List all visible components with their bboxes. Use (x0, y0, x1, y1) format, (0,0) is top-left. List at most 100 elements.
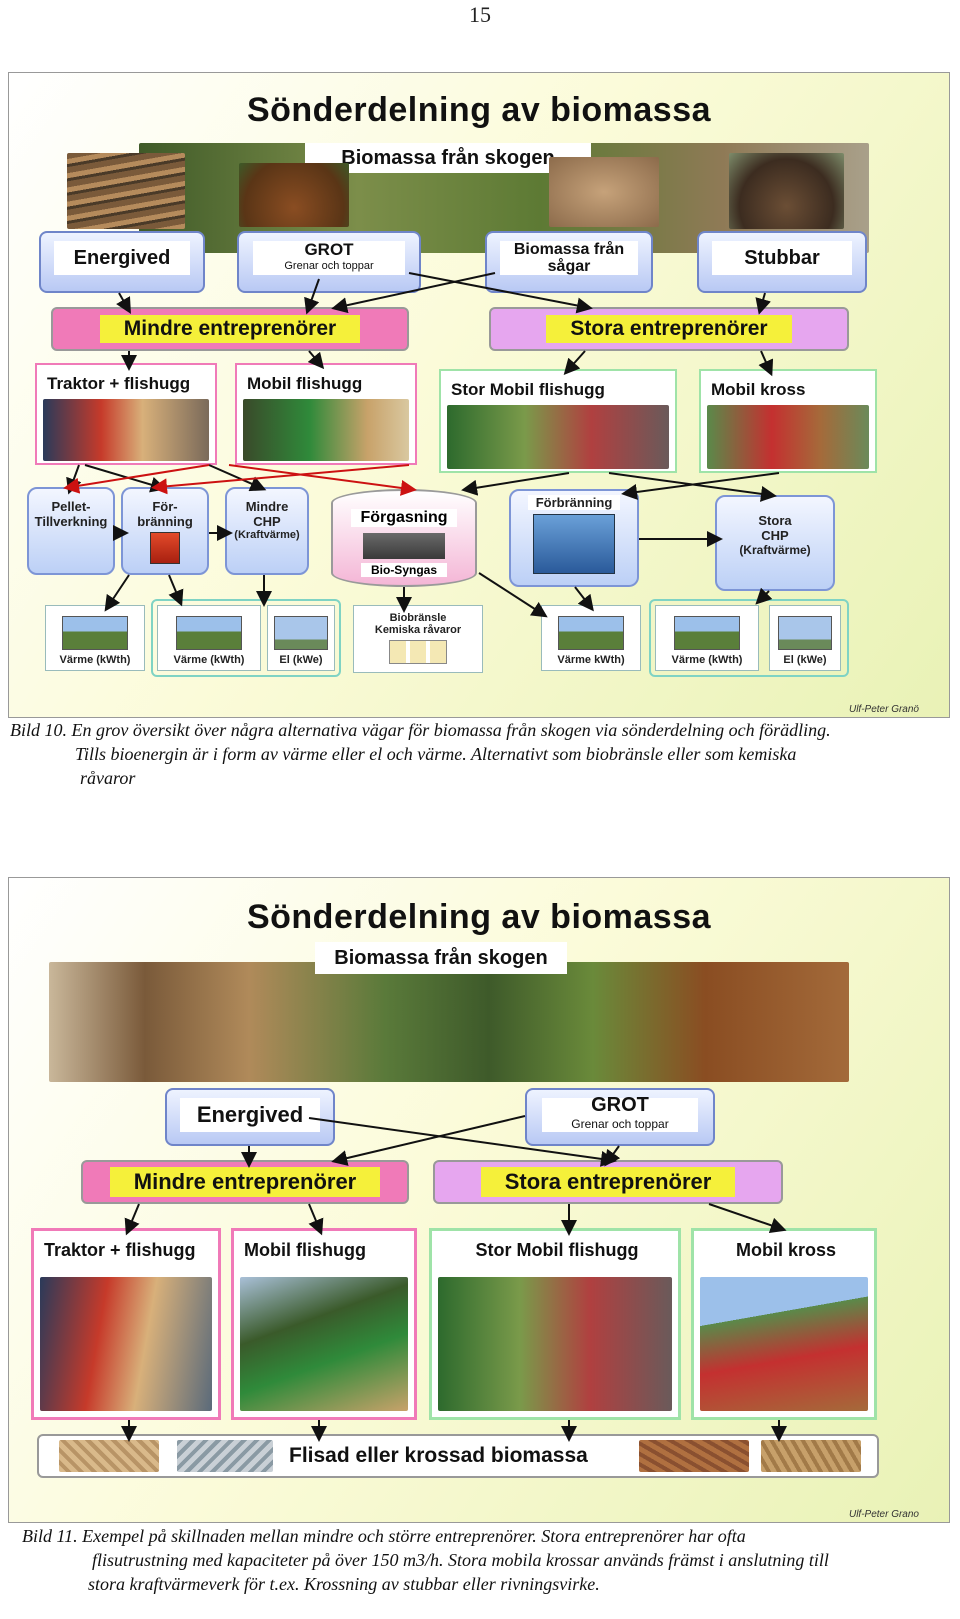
mobil-kross-photo (707, 405, 869, 469)
small-entrepreneurs-label: Mindre entreprenörer (99, 315, 361, 343)
figure-2-credit: Ulf-Peter Grano (848, 1509, 919, 1520)
figure-1-subtitle: Biomassa från skogen (305, 143, 591, 173)
fig2-mobil-flishugg-photo (240, 1277, 408, 1411)
conv-stora-chp: Stora CHP (Kraftvärme) (715, 495, 835, 591)
fig2-source-grot-sub: Grenar och toppar (571, 1117, 669, 1131)
conv-mindre-chp-line1: Mindre (245, 499, 289, 514)
fig2-stor-mobil-photo (438, 1277, 672, 1411)
power-line-icon (778, 616, 832, 650)
conv-mindre-chp: Mindre CHP (Kraftvärme) (225, 487, 309, 575)
output-varme-2: Värme (kWth) (157, 605, 261, 671)
output-group-large-chp (649, 599, 849, 677)
figure-1-caption: Bild 10. En grov översikt över några alt… (10, 718, 955, 790)
output-varme-3-label: Värme kWth) (557, 654, 625, 666)
furnace-icon (533, 514, 615, 574)
fig2-source-energived-label: Energived (196, 1102, 304, 1127)
page-number: 15 (469, 2, 491, 27)
fig2-source-grot: GROT Grenar och toppar (525, 1088, 715, 1146)
wood-chips-photo (59, 1440, 159, 1472)
conv-forbranning-large: Förbränning (509, 489, 639, 587)
figure-1-caption-line1: Bild 10. En grov översikt över några alt… (10, 720, 831, 740)
house-icon (62, 616, 128, 650)
source-grot-sub: Grenar och toppar (284, 260, 374, 272)
fig2-traktor-photo (40, 1277, 212, 1411)
machine-mobil-flishugg: Mobil flishugg (235, 363, 417, 465)
conv-forgasning: Förgasning Bio-Syngas (331, 489, 477, 587)
source-energived-label: Energived (73, 246, 171, 269)
figure-2-caption-line2: flisutrustning med kapaciteter på över 1… (92, 1550, 829, 1570)
figure-1-connectors (63, 272, 780, 618)
output-biobransle: Biobränsle Kemiska råvaror (353, 605, 483, 673)
source-grot: GROT Grenar och toppar (237, 231, 421, 293)
conv-biosyngas-label: Bio-Syngas (361, 563, 447, 577)
figure-2-caption-line1: Bild 11. Exempel på skillnaden mellan mi… (22, 1526, 746, 1546)
small-entrepreneurs-bar: Mindre entreprenörer (51, 307, 409, 351)
fig2-machine-traktor: Traktor + flishugg (31, 1228, 221, 1420)
fig2-small-entrepreneurs-bar: Mindre entreprenörer (81, 1160, 409, 1204)
fig2-machine-mobil-flishugg: Mobil flishugg (231, 1228, 417, 1420)
machine-traktor-flishugg: Traktor + flishugg (35, 363, 217, 465)
sawdust-photo (549, 157, 659, 227)
figure-2-subtitle: Biomassa från skogen (315, 942, 567, 974)
source-stubbar: Stubbar (697, 231, 867, 293)
conv-forbranning-small-line1: För- (152, 499, 178, 514)
source-stubbar-label: Stubbar (744, 246, 820, 269)
conv-pellet-line1: Pellet- (51, 499, 91, 514)
output-group-small-chp (151, 599, 341, 677)
machine-mobil-flishugg-label: Mobil flishugg (243, 371, 409, 397)
source-sawmill-sub: sågar (547, 258, 591, 275)
output-el-2-label: El (kWe) (783, 654, 827, 666)
figure-1-caption-line2: Tills bioenergin är i form av värme elle… (75, 744, 797, 764)
output-varme-3: Värme kWth) (541, 605, 641, 671)
result-strip: Flisad eller krossad biomassa (37, 1434, 879, 1478)
machine-mobil-kross-label: Mobil kross (707, 377, 869, 403)
figure-1-credit: Ulf-Peter Granö (848, 704, 919, 715)
result-label: Flisad eller krossad biomassa (289, 1444, 588, 1467)
fig2-small-entrepreneurs-label: Mindre entreprenörer (109, 1167, 381, 1197)
figure-2-diagram: Sönderdelning av biomassa Biomassa från … (8, 877, 950, 1523)
fig2-mobil-kross-photo (700, 1277, 868, 1411)
conv-pellet-line2: Tillverkning (34, 514, 108, 529)
output-biobransle-line2: Kemiska råvaror (374, 624, 462, 636)
fig2-source-energived: Energived (165, 1088, 335, 1146)
stor-mobil-photo (447, 405, 669, 469)
grot-photo (239, 163, 349, 227)
conv-forgasning-label: Förgasning (351, 509, 457, 527)
conv-mindre-chp-line2: CHP (253, 514, 281, 529)
output-varme-1-label: Värme (kWth) (59, 654, 131, 666)
figure-2-connectors (121, 1115, 787, 1442)
source-grot-label: GROT (304, 240, 354, 259)
power-line-icon (274, 616, 328, 650)
figure-1-diagram: Sönderdelning av biomassa Biomassa från … (8, 72, 950, 718)
stubbar-photo (729, 153, 844, 229)
machine-traktor-label: Traktor + flishugg (43, 371, 209, 397)
figure-2-caption: Bild 11. Exempel på skillnaden mellan mi… (22, 1524, 952, 1596)
source-sawmill-label: Biomassa från (513, 241, 625, 258)
fig2-large-entrepreneurs-label: Stora entreprenörer (480, 1167, 736, 1197)
fig2-source-grot-label: GROT (591, 1094, 649, 1116)
fig2-machine-traktor-label: Traktor + flishugg (40, 1237, 212, 1263)
figure-1-title: Sönderdelning av biomassa (246, 91, 712, 129)
conv-mindre-chp-line3: (Kraftvärme) (234, 529, 300, 541)
conv-forbranning-large-label: Förbränning (527, 495, 621, 510)
house-icon (674, 616, 740, 650)
large-entrepreneurs-label: Stora entreprenörer (546, 315, 792, 343)
fig2-machine-mobil-kross: Mobil kross (691, 1228, 877, 1420)
output-varme-4-label: Värme (kWth) (671, 654, 743, 666)
gasifier-photo (363, 533, 445, 559)
conv-forbranning-small-line2: bränning (137, 514, 193, 529)
wood-chips-photo (639, 1440, 749, 1472)
traktor-photo (43, 399, 209, 461)
output-el-1-label: El (kWe) (279, 654, 323, 666)
conv-stora-chp-line2: CHP (761, 528, 789, 543)
figure-2-caption-line3: stora kraftvärmeverk för t.ex. Krossning… (88, 1574, 600, 1594)
output-varme-1: Värme (kWth) (45, 605, 145, 671)
barrels-icon (389, 640, 447, 664)
wood-chips-photo (761, 1440, 861, 1472)
source-energived: Energived (39, 231, 205, 293)
output-biobransle-line1: Biobränsle (389, 612, 447, 624)
figure-1-caption-line3: råvaror (80, 768, 136, 788)
conv-stora-chp-line1: Stora (758, 513, 792, 528)
conv-stora-chp-line3: (Kraftvärme) (739, 543, 811, 557)
machine-mobil-kross: Mobil kross (699, 369, 877, 473)
